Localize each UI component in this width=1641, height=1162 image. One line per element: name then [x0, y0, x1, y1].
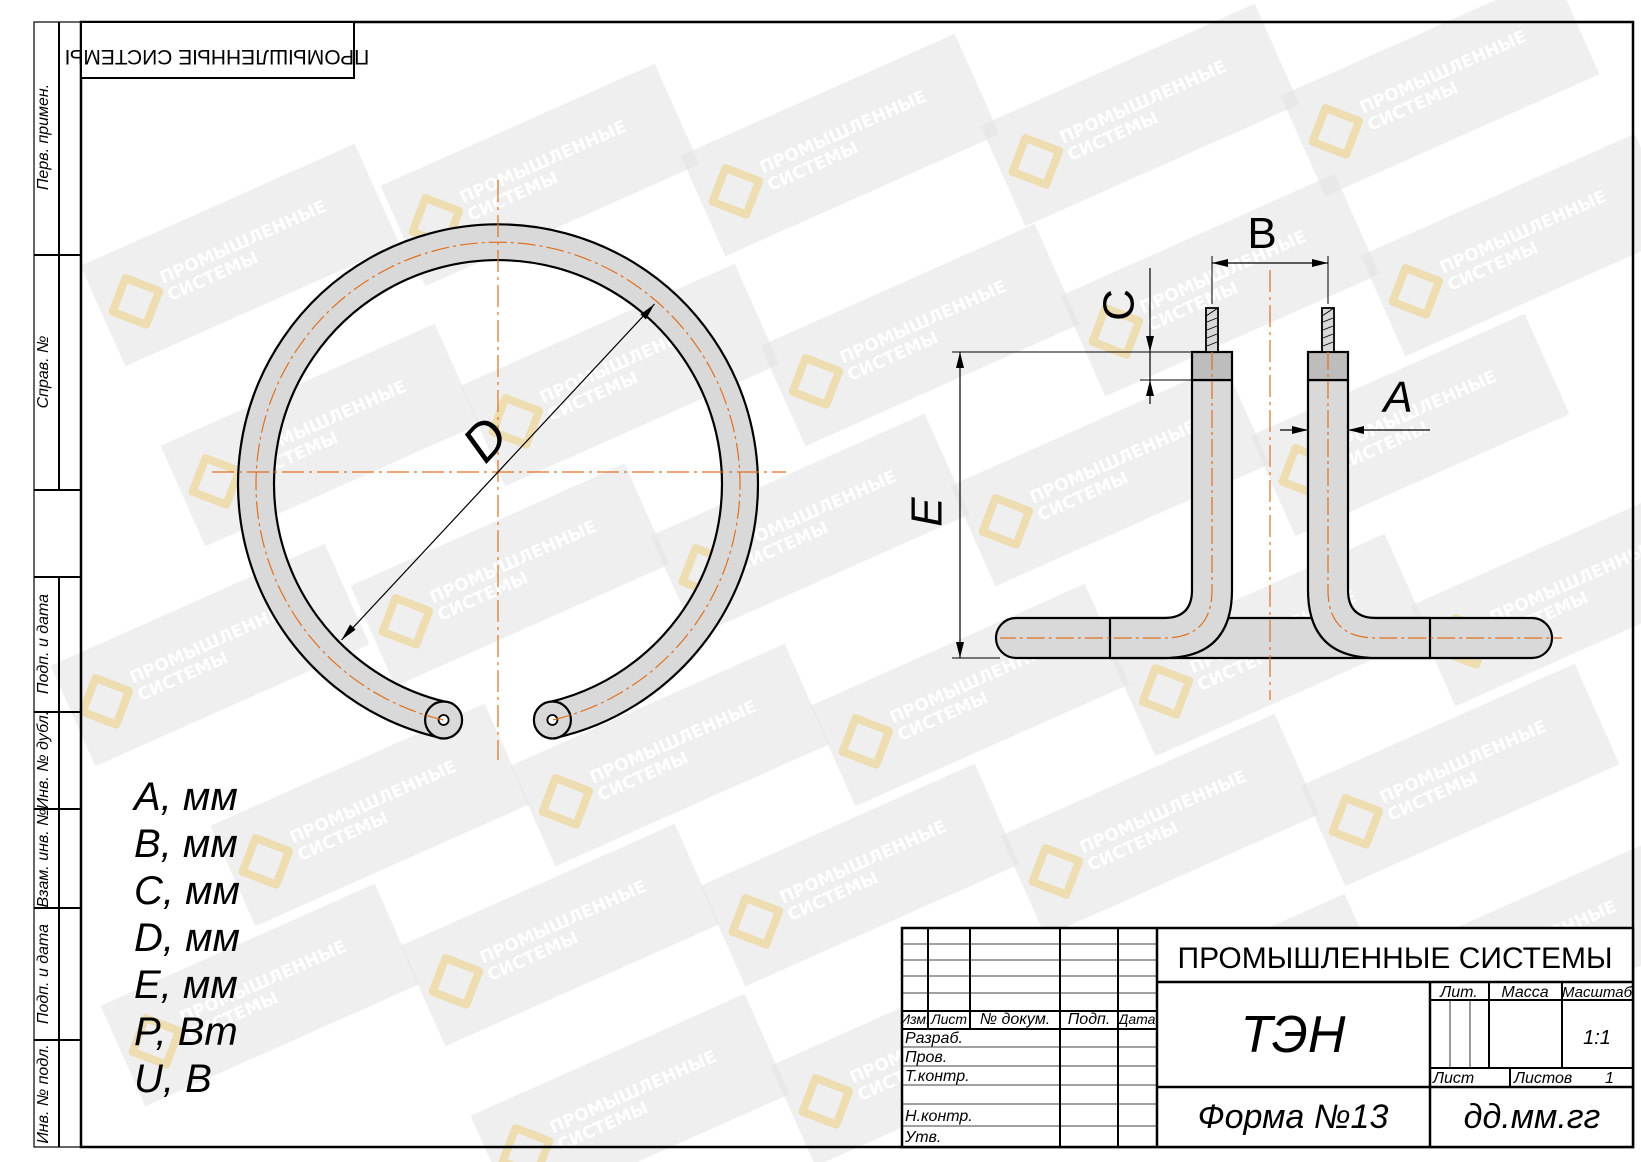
title-block: Изм. Лист № докум. Подп. Дата Разраб. Пр… — [900, 926, 1635, 1149]
strip-inv-no-podl: Инв. № подл. — [35, 1044, 52, 1143]
dim-c-label: C — [1095, 289, 1144, 321]
ring-tube — [236, 223, 760, 740]
tb-role-prov: Пров. — [905, 1049, 947, 1066]
strip-podp-data-2: Подп. и дата — [35, 924, 52, 1024]
tb-header-izm: Изм. — [900, 1011, 930, 1027]
tb-header-podp: Подп. — [1068, 1011, 1111, 1028]
company-stamp: ПРОМЫШЛЕННЫЕ СИСТЕМЫ — [65, 45, 370, 68]
tb-header-doc-no: № докум. — [980, 1011, 1050, 1028]
dim-d-label: D — [452, 406, 520, 473]
tb-designation: дд.мм.гг — [1464, 1098, 1601, 1136]
tb-list: Лист — [1432, 1070, 1474, 1087]
strip-podp-data-1: Подп. и дата — [35, 594, 52, 694]
strip-perv-primen: Перв. примен. — [35, 84, 52, 190]
tb-scale: 1:1 — [1583, 1027, 1611, 1049]
param-e: E, мм — [134, 963, 238, 1007]
tb-role-tkontr: Т.контр. — [905, 1068, 970, 1085]
param-a: A, мм — [132, 775, 238, 819]
tb-listov: Листов — [1513, 1070, 1572, 1087]
param-d: D, мм — [134, 916, 240, 960]
company-stamp-box — [80, 21, 355, 79]
left-strip: Перв. примен. Справ. № Подп. и дата Инв.… — [34, 22, 81, 1147]
right-leg-tube — [1306, 378, 1432, 660]
left-leg-tube — [1108, 378, 1234, 660]
strip-inv-no-dubl: Инв. № дубл. — [35, 711, 52, 809]
tb-masshtab: Масштаб — [1562, 984, 1633, 1001]
tb-role-razrab: Разраб. — [905, 1030, 963, 1047]
strip-sprav-no: Справ. № — [35, 336, 52, 409]
tb-massa: Масса — [1501, 984, 1548, 1001]
tb-role-utv: Утв. — [904, 1129, 941, 1146]
param-u: U, В — [134, 1057, 212, 1101]
strip-vzam-inv-no: Взам. инв. № — [35, 809, 52, 908]
tb-role-nkontr: Н.контр. — [905, 1108, 973, 1125]
tb-header-list: Лист — [930, 1011, 967, 1027]
dim-e-label: E — [903, 497, 952, 527]
tb-product: ТЭН — [1241, 1006, 1346, 1064]
ring-view: D — [212, 180, 786, 760]
tb-lit: Лит. — [1439, 984, 1477, 1001]
tb-company: ПРОМЫШЛЕННЫЕ СИСТЕМЫ — [1178, 942, 1613, 975]
tb-header-data: Дата — [1117, 1011, 1156, 1027]
dim-b-label: B — [1247, 209, 1276, 258]
dim-a-label: A — [1380, 373, 1412, 422]
param-c: C, мм — [134, 869, 240, 913]
param-b: B, мм — [134, 822, 238, 866]
inner-frame — [79, 20, 1635, 1149]
dim-d-line — [341, 303, 655, 641]
param-p: P, Вт — [134, 1010, 238, 1054]
tb-form: Форма №13 — [1198, 1098, 1389, 1136]
params-list: A, мм B, мм C, мм D, мм E, мм P, Вт U, В — [132, 775, 240, 1101]
side-view: B C A E — [903, 209, 1562, 700]
tb-listov-value: 1 — [1605, 1070, 1614, 1087]
